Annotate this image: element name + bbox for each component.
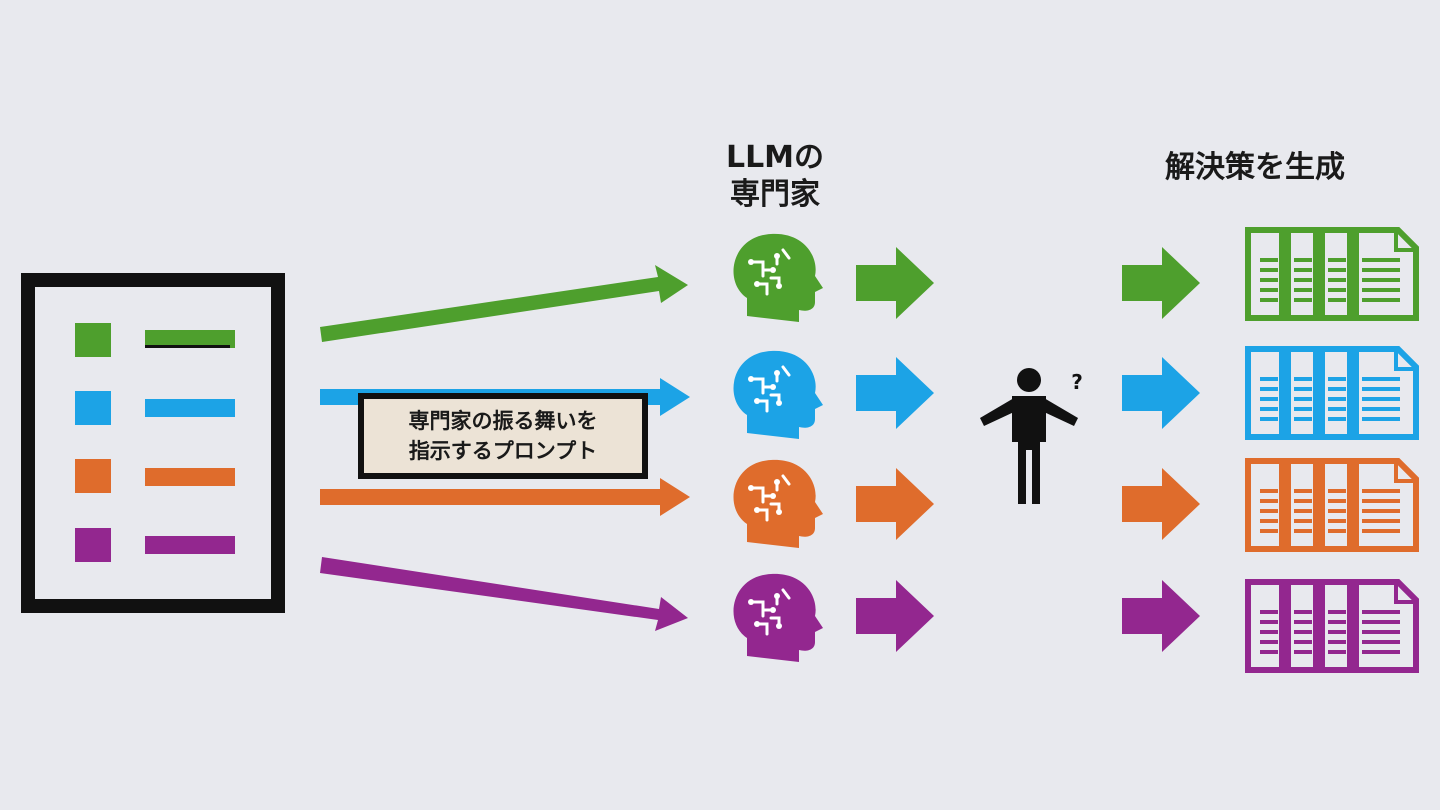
block-arrow-blue-1: [856, 357, 934, 429]
prompt-line1: 専門家の振る舞いを: [408, 409, 598, 433]
list-square-purple: [75, 528, 111, 562]
list-bar-green-underline: [145, 345, 230, 348]
block-arrow-orange-1: [856, 468, 934, 540]
experts-label-line2: 専門家: [730, 176, 820, 212]
documents-icon: [1248, 582, 1416, 670]
block-arrow-purple-2: [1122, 580, 1200, 652]
list-bar-blue: [145, 399, 235, 417]
list-bar-green: [145, 330, 235, 348]
documents-icon: [1248, 230, 1416, 318]
long-arrow-orange: [320, 478, 690, 516]
block-arrow-green-1: [856, 247, 934, 319]
list-square-blue: [75, 391, 111, 425]
prompt-box: 専門家の振る舞いを 指示するプロンプト: [358, 393, 648, 479]
documents-icon: [1248, 349, 1416, 437]
list-bar-purple: [145, 536, 235, 554]
question-mark: ?: [1071, 370, 1083, 394]
documents-icon: [1248, 461, 1416, 549]
brain-head-icon: [733, 573, 823, 662]
long-arrow-green: [320, 265, 688, 342]
long-arrow-purple: [320, 557, 688, 631]
list-document-icon: [21, 273, 285, 613]
brain-head-icon: [733, 350, 823, 439]
block-arrow-orange-2: [1122, 468, 1200, 540]
block-arrow-blue-2: [1122, 357, 1200, 429]
list-square-green: [75, 323, 111, 357]
brain-head-icon: [733, 459, 823, 548]
block-arrow-green-2: [1122, 247, 1200, 319]
list-square-orange: [75, 459, 111, 493]
block-arrow-purple-1: [856, 580, 934, 652]
experts-label-line1: LLMの: [725, 140, 825, 175]
experts-label: LLMの 専門家: [700, 140, 850, 213]
brain-head-icon: [733, 233, 823, 322]
list-bar-orange: [145, 468, 235, 486]
confused-person-icon: ?: [980, 368, 1083, 504]
prompt-line2: 指示するプロンプト: [408, 439, 598, 464]
solution-label: 解決策を生成: [1165, 150, 1345, 185]
